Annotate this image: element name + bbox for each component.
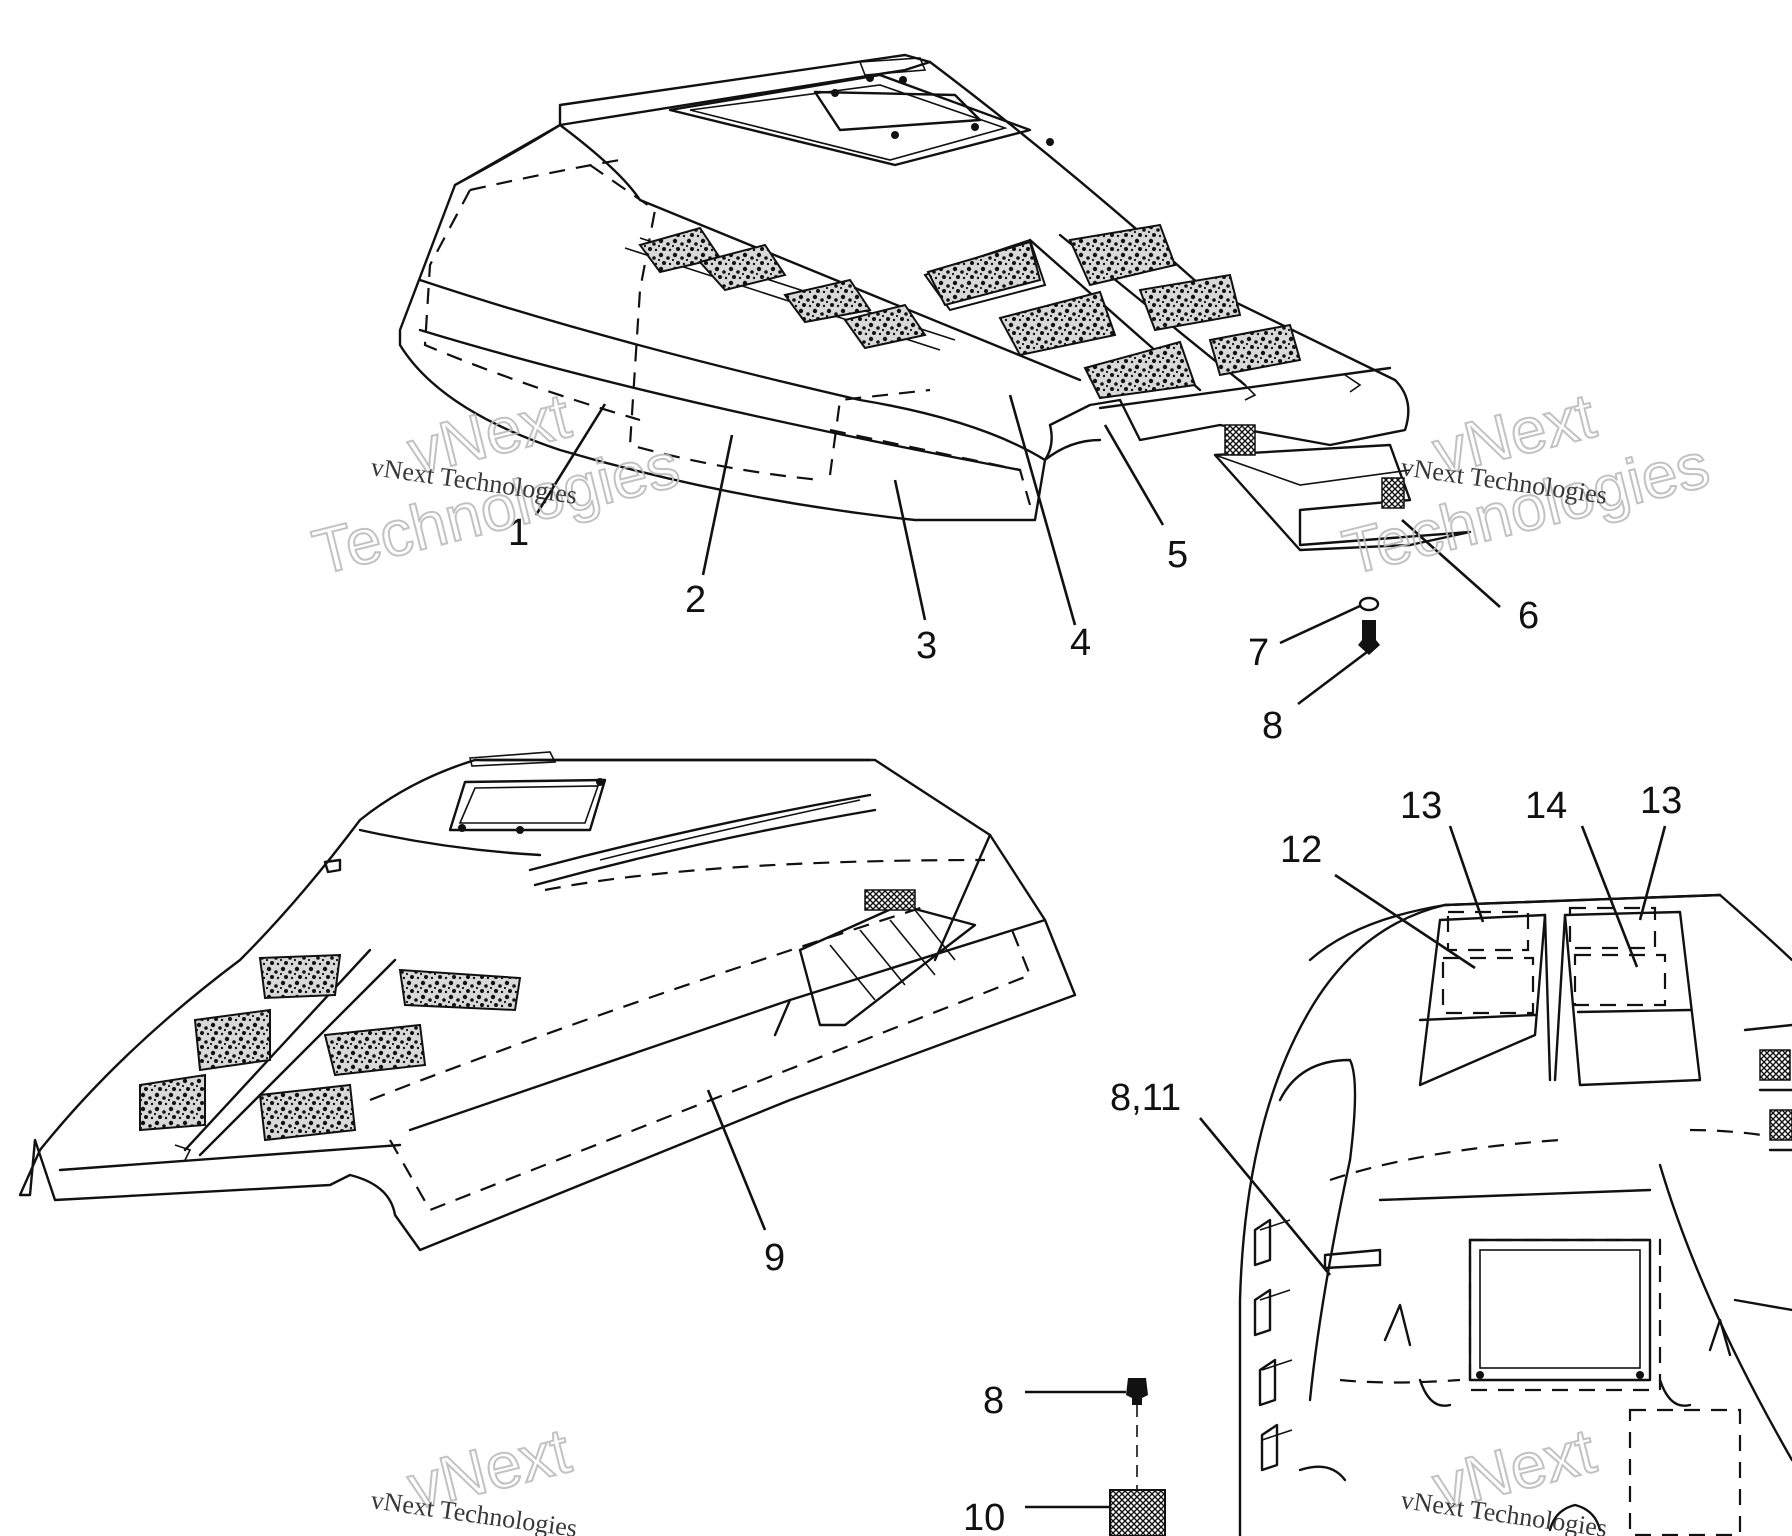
callout-7: 7 <box>1248 632 1269 674</box>
callout-14: 14 <box>1525 785 1567 827</box>
callout-9: 9 <box>764 1237 785 1279</box>
decal-12 <box>1441 956 1535 1015</box>
decal-13-right <box>1568 906 1657 950</box>
callout-8-bottom: 8 <box>983 1380 1004 1422</box>
callout-12: 12 <box>1280 829 1322 871</box>
right-hood-assembly <box>1109 893 1792 1536</box>
decal-outline-1 <box>423 189 641 422</box>
screw <box>1358 620 1380 655</box>
callout-4: 4 <box>1070 622 1091 664</box>
callout-13-left: 13 <box>1400 785 1442 827</box>
decal-outline-2 <box>589 164 821 482</box>
decal-outline-9 <box>389 924 1032 1212</box>
left-hood-assembly <box>18 751 1077 1252</box>
decal-13-left <box>1446 910 1530 952</box>
part-10 <box>1109 1489 1166 1536</box>
screw-8-lower <box>1126 1378 1148 1405</box>
callout-10: 10 <box>963 1497 1005 1536</box>
decal-14 <box>1573 953 1667 1007</box>
top-hood-assembly <box>398 53 1472 655</box>
callout-labels: 1 2 3 4 5 6 7 8 9 12 13 14 13 8,11 8 10 <box>508 512 1682 1536</box>
callout-3: 3 <box>916 625 937 667</box>
leader-lines <box>534 394 1667 1509</box>
center-panel <box>1468 1238 1652 1382</box>
right-hood-outline <box>1238 893 1792 1536</box>
callout-8-top: 8 <box>1262 705 1283 747</box>
callout-13-right: 13 <box>1640 780 1682 822</box>
washer <box>1358 596 1380 612</box>
callout-1: 1 <box>508 512 529 554</box>
callout-2: 2 <box>685 579 706 621</box>
decal-outline-3 <box>829 428 1032 506</box>
callout-6: 6 <box>1518 595 1539 637</box>
left-hood-outline <box>18 758 1077 1252</box>
callout-8-11: 8,11 <box>1110 1077 1181 1119</box>
callout-5: 5 <box>1167 534 1188 576</box>
bracket <box>1213 443 1472 552</box>
